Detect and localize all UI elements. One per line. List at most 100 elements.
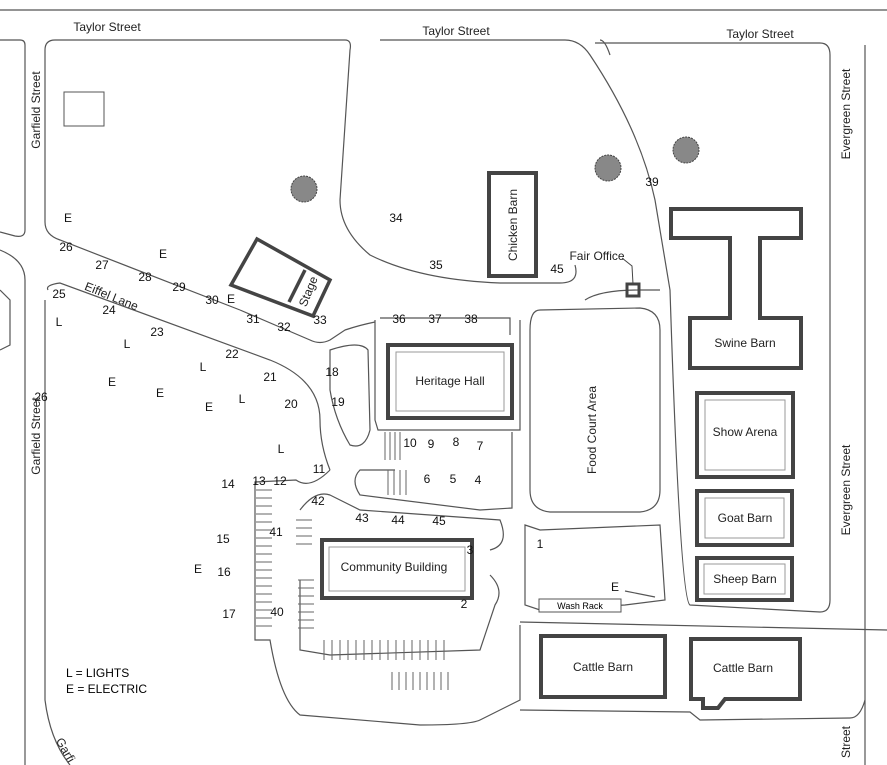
site-number: 30 (205, 293, 219, 307)
site-number: 35 (429, 258, 443, 272)
site-number: 6 (424, 472, 431, 486)
site-number: 41 (269, 525, 283, 539)
goat-barn-label: Goat Barn (718, 511, 773, 525)
site-number: 36 (392, 312, 406, 326)
site-number: 33 (313, 313, 327, 327)
street-label-garfield: Garfield Street (29, 71, 43, 149)
site-number: 17 (222, 607, 236, 621)
site-number: 9 (428, 437, 435, 451)
site-number: 26 (34, 390, 48, 404)
electric-marker: E (156, 386, 164, 400)
light-marker: L (239, 392, 246, 406)
tree-icon (594, 154, 622, 182)
cattle-barn-west[interactable]: Cattle Barn (539, 634, 667, 699)
square-plot (63, 91, 105, 127)
street-label-taylor: Taylor Street (422, 24, 490, 38)
electric-marker: E (159, 247, 167, 261)
site-number: 42 (311, 494, 325, 508)
site-number: 27 (95, 258, 109, 272)
food-court-label: Food Court Area (585, 386, 599, 474)
site-number: 5 (450, 472, 457, 486)
fair-office-label: Fair Office (569, 249, 624, 263)
electric-marker: E (227, 292, 235, 306)
street-label-evergreen: Evergreen Street (839, 68, 853, 159)
site-number: 45 (432, 514, 446, 528)
site-number: 1 (537, 537, 544, 551)
light-marker: L (56, 315, 63, 329)
street-label-taylor: Taylor Street (73, 20, 141, 34)
heritage-hall[interactable]: Heritage Hall (386, 343, 514, 420)
light-marker: L (278, 442, 285, 456)
site-number: 29 (172, 280, 186, 294)
site-number: 45 (550, 262, 564, 276)
light-marker: L (200, 360, 207, 374)
roads (0, 9, 887, 765)
chicken-barn[interactable]: Chicken Barn (487, 171, 538, 278)
site-number: 20 (284, 397, 298, 411)
electric-marker: E (205, 400, 213, 414)
site-number: 31 (246, 312, 260, 326)
site-number: 3 (467, 543, 474, 557)
site-number: 15 (216, 532, 230, 546)
site-number: 13 (252, 474, 266, 488)
street-label-evergreen: Street (839, 725, 853, 758)
cattle-barn-east[interactable]: Cattle Barn (689, 637, 802, 710)
site-number: 28 (138, 270, 152, 284)
cattle-barn-label: Cattle Barn (573, 660, 633, 674)
site-number: 4 (475, 473, 482, 487)
legend: L = LIGHTS E = ELECTRIC (66, 666, 147, 696)
goat-barn[interactable]: Goat Barn (695, 489, 794, 547)
site-number: 12 (273, 474, 287, 488)
heritage-hall-label: Heritage Hall (415, 374, 484, 388)
cattle-barn-label: Cattle Barn (713, 661, 773, 675)
street-label-garfield: Garfi (53, 735, 78, 765)
community-building-label: Community Building (341, 560, 448, 574)
community-building[interactable]: Community Building (320, 538, 474, 600)
site-number: 21 (263, 370, 277, 384)
site-number: 43 (355, 511, 369, 525)
site-number: 19 (331, 395, 345, 409)
light-marker: L (124, 337, 131, 351)
tree-icon (290, 175, 318, 203)
wash-rack-label: Wash Rack (557, 601, 603, 611)
site-number: 26 (59, 240, 73, 254)
fair-office[interactable]: Fair Office (569, 249, 641, 298)
show-arena[interactable]: Show Arena (695, 391, 795, 479)
street-label-taylor: Taylor Street (726, 27, 794, 41)
trees (290, 136, 700, 203)
site-number: 8 (453, 435, 460, 449)
electric-marker: E (611, 580, 619, 594)
site-number: 22 (225, 347, 239, 361)
site-number: 2 (461, 597, 468, 611)
site-number: 10 (403, 436, 417, 450)
site-number: 7 (477, 439, 484, 453)
legend-electric: E = ELECTRIC (66, 682, 147, 696)
site-number: 24 (102, 303, 116, 317)
electric-marker: E (64, 211, 72, 225)
show-arena-label: Show Arena (713, 425, 778, 439)
tree-icon (672, 136, 700, 164)
electric-marker: E (194, 562, 202, 576)
site-number: 44 (391, 513, 405, 527)
swine-barn[interactable]: Swine Barn (669, 207, 803, 370)
site-number: 11 (313, 462, 326, 476)
site-number: 32 (277, 320, 291, 334)
site-number: 16 (217, 565, 231, 579)
sheep-barn-label: Sheep Barn (713, 572, 776, 586)
site-number: 39 (645, 175, 659, 189)
site-number: 25 (52, 287, 66, 301)
chicken-barn-label: Chicken Barn (506, 189, 520, 261)
sheep-barn[interactable]: Sheep Barn (695, 556, 794, 602)
stage[interactable]: Stage (228, 236, 333, 319)
wash-rack: Wash Rack (538, 598, 622, 613)
site-number: 14 (221, 477, 235, 491)
electric-marker: E (108, 375, 116, 389)
site-number: 37 (428, 312, 442, 326)
site-number: 23 (150, 325, 164, 339)
legend-lights: L = LIGHTS (66, 666, 129, 680)
street-label-evergreen: Evergreen Street (839, 444, 853, 535)
site-number: 34 (389, 211, 403, 225)
site-number: 18 (325, 365, 339, 379)
